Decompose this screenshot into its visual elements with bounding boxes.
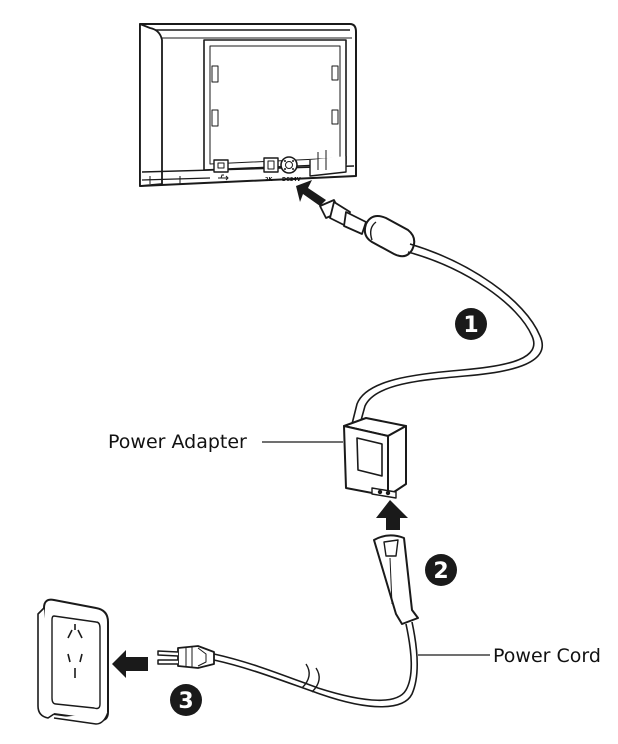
step-marker-3: 3 <box>170 684 202 716</box>
arrow-icon <box>112 650 148 678</box>
cord-break-mark <box>301 663 320 693</box>
ferrite-core <box>363 215 416 258</box>
arrow-icon <box>376 500 408 530</box>
outlet-icon <box>37 598 109 725</box>
arrow-icon <box>296 180 326 206</box>
port-mark-2k: 2K <box>265 177 273 183</box>
step-number-3: 3 <box>178 689 193 714</box>
power-cord-label: Power Cord <box>493 645 601 667</box>
power-cord-connector <box>373 534 419 625</box>
dc-plug <box>319 199 367 235</box>
step-marker-2: 2 <box>425 554 457 586</box>
printer <box>139 23 357 187</box>
usb-icon <box>218 174 229 181</box>
port-mark-dc24v: DC24V <box>282 177 301 183</box>
power-adapter <box>343 417 407 499</box>
step-number-1: 1 <box>463 313 478 338</box>
leader-lines <box>262 441 490 656</box>
power-cord-cable <box>213 621 419 708</box>
step-number-2: 2 <box>433 559 448 584</box>
power-adapter-label: Power Adapter <box>108 431 247 453</box>
dc-cable <box>351 243 543 425</box>
step-marker-1: 1 <box>455 308 487 340</box>
plug-icon <box>157 645 215 669</box>
